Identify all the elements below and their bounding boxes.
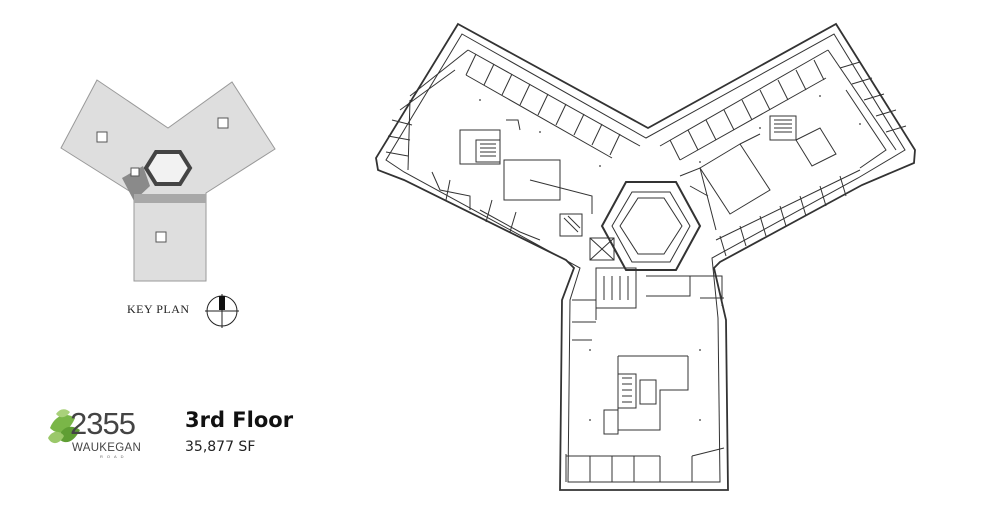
stair-center-west (559, 213, 583, 237)
key-plan: KEY PLAN (60, 79, 276, 328)
building-inner-wall (385, 33, 906, 483)
key-plan-elevator-icon (130, 167, 140, 177)
logo-number: 2355 (70, 406, 135, 441)
floor-plan (375, 22, 916, 491)
key-plan-stair-icon (96, 131, 108, 143)
key-plan-core-band-lower (134, 194, 206, 203)
restroom-core (595, 267, 637, 309)
key-plan-label: KEY PLAN (127, 302, 190, 316)
structural-columns (479, 95, 861, 421)
floor-title: 3rd Floor (185, 408, 294, 432)
elevator-bank (589, 237, 615, 261)
key-plan-stair-icon (217, 117, 229, 129)
south-wing (565, 237, 725, 482)
logo-suffix: ROAD (100, 454, 128, 459)
stair-south (617, 373, 637, 409)
key-plan-atrium (143, 150, 193, 186)
ne-wing-interior (679, 115, 837, 231)
key-plan-core-band (122, 166, 150, 201)
nw-wing-interior (459, 119, 593, 237)
building-logo: 2355 WAUKEGAN ROAD (48, 406, 141, 459)
floor-area: 35,877 SF (185, 439, 255, 455)
stair-ne (769, 115, 797, 141)
key-plan-stair-icon (155, 231, 167, 243)
central-atrium (600, 181, 702, 271)
nw-wing-offices (385, 49, 641, 241)
logo-street: WAUKEGAN (72, 442, 141, 454)
compass-icon (205, 294, 239, 328)
building-outline (375, 22, 916, 491)
leaf-icon (48, 409, 80, 444)
stair-nw (475, 139, 501, 163)
ne-wing-offices (659, 49, 907, 257)
